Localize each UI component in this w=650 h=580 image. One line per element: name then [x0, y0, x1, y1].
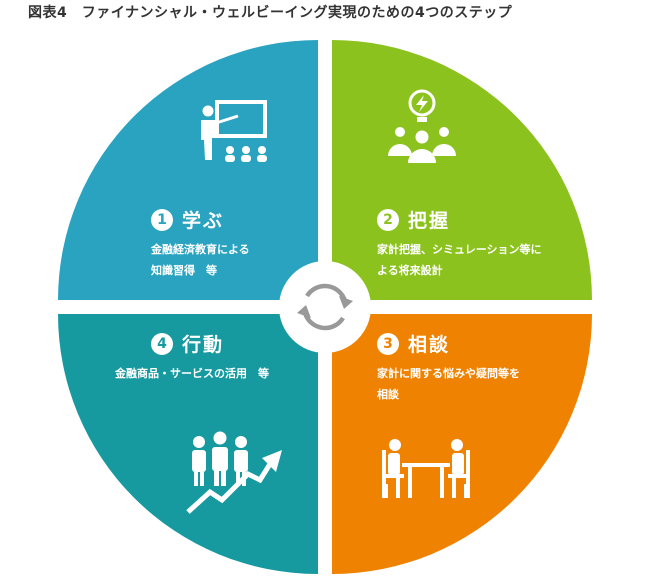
figure-title: 図表4 ファイナンシャル・ウェルビーイング実現のための4つのステップ: [28, 5, 513, 21]
cycle-arrowhead-right: [339, 296, 353, 309]
step-act-heading: 4 行動: [151, 330, 269, 357]
step-plan-title: 把握: [408, 210, 451, 232]
step-consult: 3 相談 家計に関する悩みや疑問等を 相談: [377, 330, 520, 405]
step-plan-number: 2: [377, 208, 399, 231]
idea-team-icon: [388, 89, 456, 163]
center-circle: [279, 261, 371, 353]
segment-learn: [58, 40, 318, 300]
teacher-presentation-icon: [201, 100, 267, 162]
step-act-title: 行動: [182, 334, 225, 356]
segment-act: [58, 314, 318, 574]
step-consult-description: 家計に関する悩みや疑問等を 相談: [377, 367, 520, 401]
step-learn-description: 金融経済教育による 知識習得 等: [151, 243, 250, 277]
step-learn-title: 学ぶ: [182, 210, 225, 232]
segment-plan: [332, 40, 592, 300]
step-plan-description: 家計把握、シミュレーション等に よる将来設計: [377, 243, 542, 277]
step-learn-heading: 1 学ぶ: [151, 206, 250, 233]
step-consult-number: 3: [377, 332, 399, 355]
step-plan: 2 把握 家計把握、シミュレーション等に よる将来設計: [377, 206, 542, 281]
cycle-arrows-icon: [302, 283, 348, 331]
growth-team-icon: [186, 431, 282, 514]
step-learn-number: 1: [151, 208, 173, 231]
step-plan-heading: 2 把握: [377, 206, 542, 233]
step-act-number: 4: [151, 332, 173, 355]
step-act: 4 行動 金融商品・サービスの活用 等: [115, 330, 269, 384]
consultation-table-icon: [382, 439, 470, 498]
step-consult-title: 相談: [408, 334, 451, 356]
step-consult-heading: 3 相談: [377, 330, 520, 357]
cycle-arrowhead-left: [297, 305, 311, 318]
step-learn: 1 学ぶ 金融経済教育による 知識習得 等: [151, 206, 250, 281]
step-act-description: 金融商品・サービスの活用 等: [115, 367, 269, 380]
